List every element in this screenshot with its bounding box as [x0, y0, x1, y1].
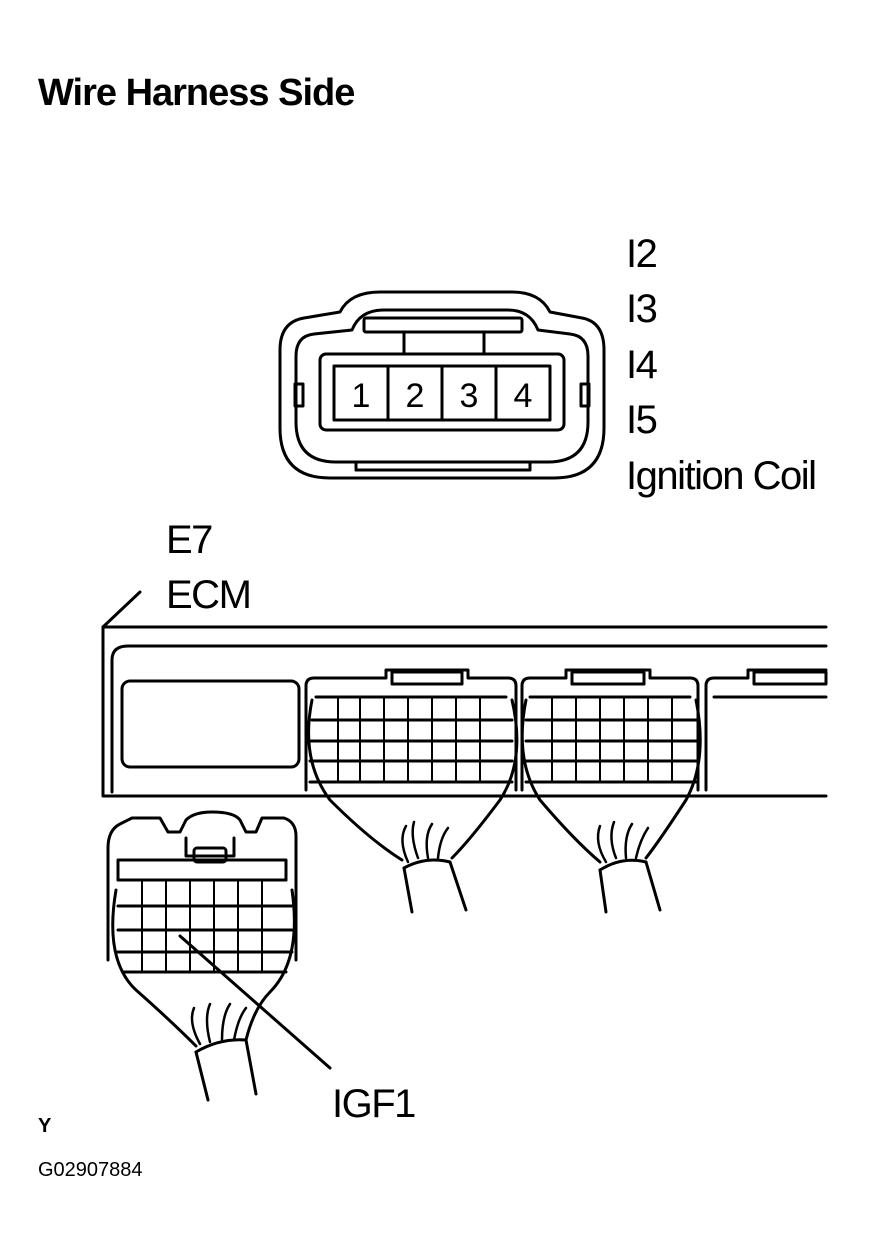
- coil-connector-i2: I2: [626, 232, 658, 276]
- coil-connector-i4: I4: [626, 343, 658, 387]
- coil-pin-4: 4: [514, 377, 533, 415]
- ecm-body: [101, 590, 828, 798]
- coil-pin-3: 3: [460, 377, 479, 415]
- coil-pin-1: 1: [352, 377, 371, 415]
- coil-connector-i3: I3: [626, 287, 658, 331]
- igf1-terminal-label: IGF1: [332, 1082, 416, 1126]
- figure-id: G02907884: [38, 1159, 143, 1181]
- ecm-socket-b: [520, 668, 702, 914]
- e7-harness-connector: [106, 810, 298, 1102]
- ignition-coil-label: Ignition Coil: [626, 454, 817, 498]
- ecm-connector-label: E7: [166, 518, 213, 562]
- ecm-name-label: ECM: [166, 573, 252, 617]
- coil-pin-2: 2: [406, 377, 425, 415]
- ecm-socket-c: [704, 668, 828, 792]
- ignition-coil-connector: [278, 290, 606, 480]
- coil-connector-i5: I5: [626, 398, 658, 442]
- ecm-socket-a: [304, 668, 519, 914]
- footer-mark: Y: [38, 1115, 52, 1137]
- diagram-title: Wire Harness Side: [38, 72, 355, 114]
- igf1-leader-line: [178, 934, 332, 1070]
